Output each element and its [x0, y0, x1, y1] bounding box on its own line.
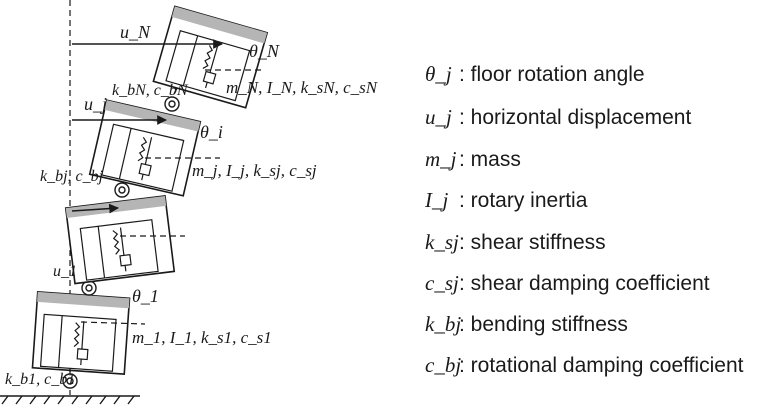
legend-item: u_j : horizontal displacement [425, 105, 691, 129]
ground [0, 395, 140, 405]
svg-text:θ_j: θ_j [425, 62, 452, 86]
svg-text:: shear damping coefficient: : shear damping coefficient [459, 272, 710, 295]
svg-text:: mass: : mass [459, 148, 521, 171]
legend-item: c_bj : rotational damping coefficient [425, 353, 744, 377]
legend-item: I_j : rotary inertia [424, 188, 588, 212]
label-propsN: m_N, I_N, k_sN, c_sN [226, 78, 379, 97]
legend-item: m_j : mass [425, 147, 521, 171]
label-props1: m_1, I_1, k_s1, c_s1 [132, 328, 272, 347]
svg-text:: horizontal displacement: : horizontal displacement [459, 106, 691, 129]
svg-text:k_sj: k_sj [425, 230, 459, 254]
label-u1: u_1 [53, 263, 77, 280]
svg-text:m_j: m_j [425, 147, 457, 171]
label-spring1: k_b1, c_b1 [5, 371, 75, 388]
svg-text:: shear stiffness: : shear stiffness [459, 231, 606, 254]
label-springj: k_bj, c_bj [40, 168, 104, 185]
hinge-n [164, 96, 180, 112]
floor-1 [31, 291, 131, 375]
label-uN: u_N [120, 22, 151, 42]
floor-j [88, 99, 202, 197]
svg-text:I_j: I_j [424, 188, 448, 212]
svg-text:: rotational damping coefficie: : rotational damping coefficient [459, 354, 744, 377]
svg-text:: floor rotation angle: : floor rotation angle [459, 63, 645, 86]
label-propsj: m_j, I_j, k_sj, c_sj [192, 161, 317, 180]
svg-text:c_sj: c_sj [425, 271, 459, 295]
svg-text:c_bj: c_bj [425, 353, 461, 377]
svg-text:: bending stiffness: : bending stiffness [459, 313, 628, 336]
svg-text:k_bj: k_bj [425, 312, 461, 336]
label-springN: k_bN, c_bN [112, 82, 189, 99]
hinge-1 [62, 373, 78, 389]
legend-item: k_bj : bending stiffness [425, 312, 628, 336]
legend-item: k_sj : shear stiffness [425, 230, 606, 254]
label-thetai: θ_i [200, 122, 223, 142]
label-theta1: θ_1 [132, 286, 159, 306]
legend-item: c_sj : shear damping coefficient [425, 271, 710, 295]
floor-2 [64, 195, 176, 285]
legend: θ_j : floor rotation angle u_j : horizon… [424, 62, 744, 377]
svg-text:: rotary inertia: : rotary inertia [459, 189, 588, 212]
label-uj: u_j [84, 94, 107, 114]
label-thetaN: θ_N [249, 41, 280, 61]
hinge-j [114, 182, 130, 198]
svg-text:u_j: u_j [425, 105, 452, 129]
hinge-2 [81, 280, 97, 296]
legend-item: θ_j : floor rotation angle [425, 62, 645, 86]
